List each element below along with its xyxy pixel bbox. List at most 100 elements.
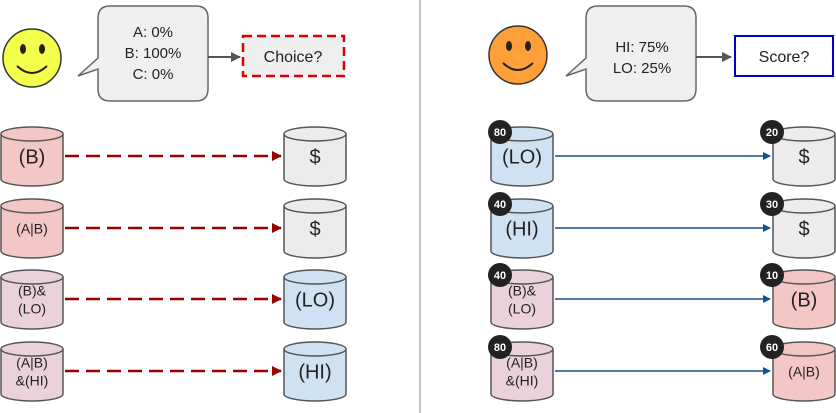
- target-cylinder: (LO): [283, 269, 347, 330]
- badge-value: 40: [494, 199, 506, 211]
- cylinder-label: (HI): [298, 362, 331, 384]
- cylinder-label: (B)&: [508, 283, 537, 299]
- badge-value: 40: [494, 270, 506, 282]
- cylinder-body: [490, 277, 554, 330]
- cylinder-body: [0, 277, 64, 330]
- count-badge: 40: [488, 192, 512, 216]
- cylinder-body: [490, 349, 554, 402]
- badge-circle: [488, 335, 512, 359]
- cylinder-top: [0, 341, 64, 357]
- badge-value: 30: [766, 199, 778, 211]
- cylinder-body: [772, 277, 836, 330]
- badge-circle: [760, 120, 784, 144]
- cylinder-label: (HI): [505, 219, 538, 241]
- bubble-line: HI: 75%: [615, 39, 668, 56]
- source-cylinder: (HI): [490, 198, 554, 259]
- cylinder-top: [283, 198, 347, 214]
- badge-circle: [488, 263, 512, 287]
- bubble-line: A: 0%: [133, 24, 173, 41]
- badge-circle: [760, 192, 784, 216]
- cylinder-top: [283, 126, 347, 142]
- cylinder-label: (LO): [508, 301, 536, 317]
- smiley-face-icon: [2, 28, 62, 88]
- target-cylinder: $: [283, 126, 347, 187]
- badge-circle: [488, 120, 512, 144]
- smiley-face-icon: [488, 25, 548, 85]
- source-cylinder: (A|B): [0, 198, 64, 259]
- right-row: (LO) $80 20: [488, 120, 836, 187]
- cylinder-body: [772, 206, 836, 259]
- target-cylinder: (B): [772, 269, 836, 330]
- cylinder-label: $: [309, 219, 320, 241]
- badge-value: 80: [494, 127, 506, 139]
- score-box: [734, 35, 834, 77]
- cylinder-label: (A|B): [16, 221, 48, 237]
- cylinder-body: [490, 206, 554, 259]
- cylinder-body: [490, 134, 554, 187]
- cylinder-top: [283, 269, 347, 285]
- badge-value: 60: [766, 342, 778, 354]
- right-row: (HI) $40 30: [488, 192, 836, 259]
- badge-value: 80: [494, 342, 506, 354]
- left-row: (A|B) $: [0, 198, 347, 259]
- badge-value: 10: [766, 270, 778, 282]
- cylinder-label: &(HI): [16, 373, 49, 389]
- target-cylinder: (A|B): [772, 341, 836, 402]
- badge-circle: [488, 192, 512, 216]
- speech-bubble: [77, 5, 209, 102]
- cylinder-body: [772, 349, 836, 402]
- cylinder-top: [283, 341, 347, 357]
- count-badge: 80: [488, 335, 512, 359]
- target-cylinder: $: [772, 126, 836, 187]
- cylinder-label: (B)&: [18, 283, 47, 299]
- badge-circle: [760, 335, 784, 359]
- cylinder-label: (A|B): [788, 364, 820, 380]
- count-badge: 80: [488, 120, 512, 144]
- cylinder-label: $: [798, 219, 809, 241]
- cylinder-label: (LO): [502, 147, 542, 169]
- target-cylinder: (HI): [283, 341, 347, 402]
- source-cylinder: (B): [0, 126, 64, 187]
- cylinder-label: (B): [19, 147, 46, 169]
- bubble-line: B: 100%: [125, 45, 182, 62]
- left-row: (B) $: [0, 126, 347, 187]
- target-cylinder: $: [283, 198, 347, 259]
- cylinder-top: [0, 126, 64, 142]
- count-badge: 10: [760, 263, 784, 287]
- cylinder-body: [283, 134, 347, 187]
- source-cylinder: (B)&(LO): [0, 269, 64, 330]
- speech-bubble: [565, 5, 697, 102]
- right-row: (B)& (LO) (B) 40 10: [488, 263, 836, 330]
- count-badge: 20: [760, 120, 784, 144]
- badge-circle: [760, 263, 784, 287]
- cylinder-body: [0, 134, 64, 187]
- cylinder-top: [0, 198, 64, 214]
- left-row: (B)&(LO) (LO): [0, 269, 347, 330]
- left-row: (A|B) &(HI) (HI): [0, 341, 347, 402]
- source-cylinder: (A|B) &(HI): [0, 341, 64, 402]
- cylinder-body: [283, 349, 347, 402]
- cylinder-rows: (B)$(A|B)$(B)&(LO)(LO)(A|B)&(HI)(HI)(LO)…: [0, 120, 836, 402]
- count-badge: 40: [488, 263, 512, 287]
- cylinder-body: [0, 349, 64, 402]
- cylinder-label: (A|B): [16, 355, 48, 371]
- source-cylinder: (B)& (LO): [490, 269, 554, 330]
- left-header: A: 0% B: 100% C: 0% Choice?: [2, 5, 346, 102]
- score-box-label: Score?: [759, 49, 810, 66]
- cylinder-body: [772, 134, 836, 187]
- choice-box-label: Choice?: [264, 49, 323, 66]
- cylinder-body: [283, 277, 347, 330]
- cylinder-body: [283, 206, 347, 259]
- cylinder-label: &(HI): [506, 373, 539, 389]
- cylinder-body: [0, 206, 64, 259]
- cylinder-label: (A|B): [506, 355, 538, 371]
- cylinder-top: [0, 269, 64, 285]
- cylinder-label: (B): [791, 290, 818, 312]
- cylinder-label: $: [798, 147, 809, 169]
- count-badge: 30: [760, 192, 784, 216]
- cylinder-label: (LO): [295, 290, 335, 312]
- right-header: HI: 75% LO: 25% Score?: [488, 5, 834, 102]
- bubble-line: C: 0%: [133, 66, 174, 83]
